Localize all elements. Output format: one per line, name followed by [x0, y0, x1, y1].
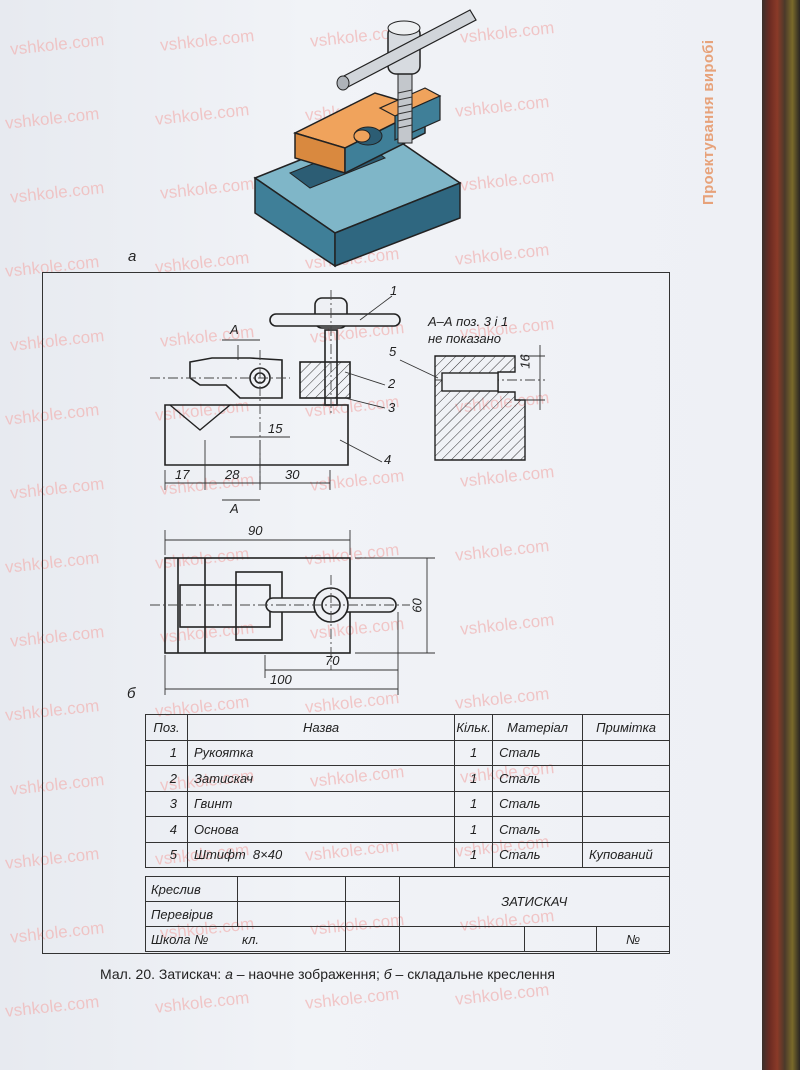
table-row: 3 Гвинт 1 Сталь [145, 790, 670, 817]
checked-label: Перевірив [145, 901, 238, 927]
dim-90: 90 [248, 523, 263, 538]
table-row: 1 Рукоятка 1 Сталь [145, 739, 670, 766]
school-cell: Школа № кл. [145, 926, 346, 952]
title-block-row: Креслив ЗАТИСКАЧ [145, 876, 671, 927]
cell-name: Рукоятка [186, 739, 456, 766]
cell-pos: 3 [145, 790, 188, 817]
caption-a-text: – наочне зображення; [232, 966, 384, 982]
specification-table: Поз. Назва Кільк. Матеріал Примітка 1 Ру… [145, 714, 670, 868]
caption-b: б [383, 966, 392, 982]
cell-material: Сталь [492, 790, 584, 817]
title-block: Креслив ЗАТИСКАЧ Перевірив Школа № кл. № [145, 876, 671, 952]
cell-name: Затискач [186, 765, 456, 792]
book-spine [762, 0, 800, 1070]
header-material: Матеріал [492, 714, 584, 741]
isometric-clamp-illustration [253, 9, 477, 268]
cell-name: Штифт 8×40 [186, 841, 456, 868]
section-note-line1: А–А поз. 3 і 1 [428, 314, 509, 329]
drew-value [236, 876, 346, 902]
product-name: ЗАТИСКАЧ [398, 876, 671, 927]
cell-note [582, 739, 670, 766]
header-qty: Кільк. [454, 714, 494, 741]
checked-date [344, 901, 400, 927]
cell-material: Сталь [492, 816, 584, 843]
dim-70: 70 [325, 653, 340, 668]
header-name: Назва [186, 714, 456, 741]
number-cell: № [596, 926, 670, 952]
cell-pos: 2 [145, 765, 188, 792]
table-row: 5 Штифт 8×40 1 Сталь Купований [145, 841, 670, 868]
cell-note [582, 816, 670, 843]
table-row: 2 Затискач 1 Сталь [145, 765, 670, 792]
callout-5: 5 [389, 344, 397, 359]
callout-2: 2 [388, 376, 396, 391]
cell-pos: 5 [145, 841, 188, 868]
header-note: Примітка [582, 714, 670, 741]
cell-note [582, 790, 670, 817]
figure-caption: Мал. 20. Затискач: а – наочне зображення… [100, 966, 555, 982]
header-pos: Поз. [145, 714, 188, 741]
class-label: кл. [241, 931, 260, 947]
callout-3: 3 [388, 400, 396, 415]
cell-qty: 1 [454, 739, 494, 766]
checked-value [236, 901, 346, 927]
caption-a: а [225, 966, 233, 982]
table-header-row: Поз. Назва Кільк. Матеріал Примітка [145, 714, 670, 741]
dim-28: 28 [225, 467, 240, 482]
caption-b-text: – складальне креслення [391, 966, 555, 982]
cell-qty: 1 [454, 790, 494, 817]
school-label: Школа № [151, 931, 209, 947]
cell-qty: 1 [454, 841, 494, 868]
dim-17: 17 [175, 467, 190, 482]
section-note: А–А поз. 3 і 1 не показано [428, 313, 508, 347]
empty-cell [398, 926, 526, 952]
section-mark-top: A [230, 322, 239, 337]
dim-15: 15 [268, 421, 283, 436]
cell-pos: 4 [145, 816, 188, 843]
cell-name: Основа [186, 816, 456, 843]
cell-pos: 1 [145, 739, 188, 766]
section-note-line2: не показано [428, 331, 501, 346]
title-block-row: Школа № кл. № [145, 926, 670, 952]
drawing-frame [42, 272, 670, 954]
empty-cell [524, 926, 598, 952]
cell-qty: 1 [454, 765, 494, 792]
cell-note: Купований [582, 841, 670, 868]
cell-qty: 1 [454, 816, 494, 843]
cell-name: Гвинт [186, 790, 456, 817]
callout-1: 1 [390, 283, 398, 298]
table-row: 4 Основа 1 Сталь [145, 816, 670, 843]
title-block-row: Перевірив [145, 901, 670, 927]
callout-4: 4 [384, 452, 392, 467]
section-mark-bottom: A [230, 501, 239, 516]
figure-label-a: а [128, 248, 137, 265]
cell-note [582, 765, 670, 792]
cell-material: Сталь [492, 765, 584, 792]
figure-label-b: б [127, 685, 136, 702]
dim-100: 100 [270, 672, 292, 687]
drew-date [344, 876, 400, 902]
dim-30: 30 [285, 467, 300, 482]
caption-prefix: Мал. 20. Затискач: [100, 966, 226, 982]
cell-material: Сталь [492, 739, 584, 766]
empty-cell [344, 926, 400, 952]
cell-material: Сталь [492, 841, 584, 868]
drew-label: Креслив [145, 876, 238, 902]
dim-60: 60 [409, 598, 425, 613]
